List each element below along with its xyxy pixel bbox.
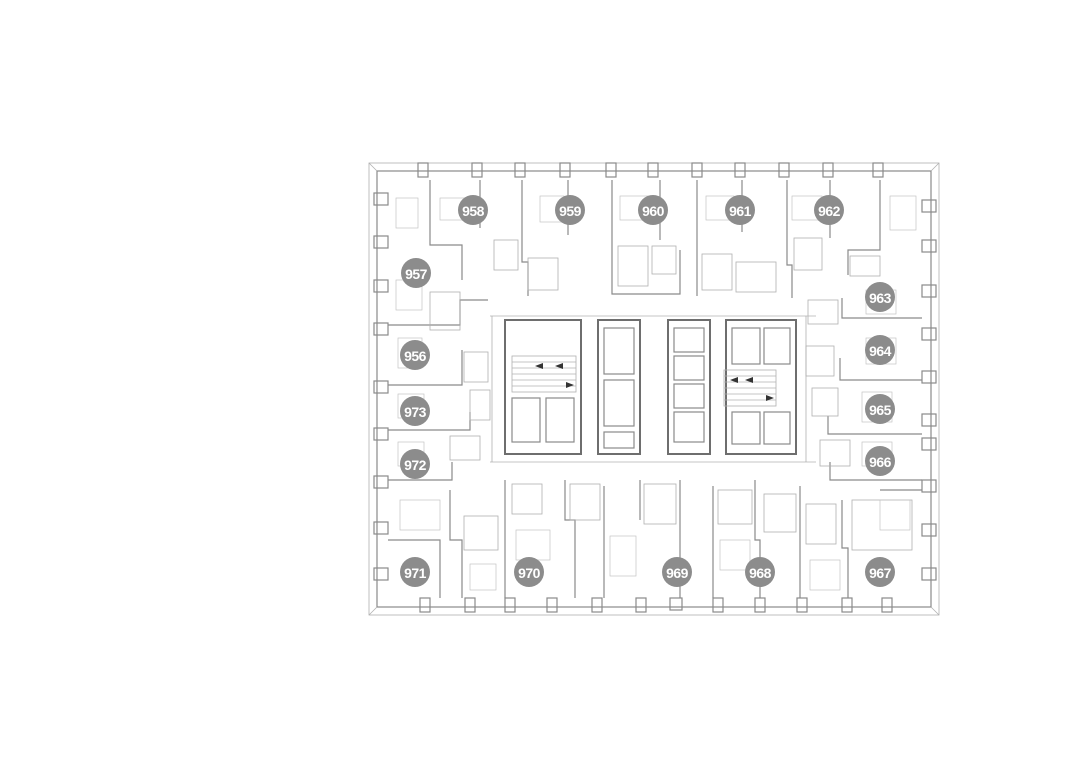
unit-badge-963[interactable]: 963 [865,282,895,312]
unit-number-label: 972 [404,457,427,473]
unit-number-label: 963 [869,290,892,306]
unit-number-label: 956 [404,348,427,364]
facade-columns [373,162,937,613]
unit-badge-circle [514,557,544,587]
unit-badge-965[interactable]: 965 [865,394,895,424]
unit-badge-circle [865,335,895,365]
unit-badge-958[interactable]: 958 [458,195,488,225]
unit-badge-circle [400,396,430,426]
unit-badge-969[interactable]: 969 [662,557,692,587]
unit-badge-960[interactable]: 960 [638,195,668,225]
unit-number-label: 966 [869,454,892,470]
unit-number-label: 968 [749,565,772,581]
unit-badge-967[interactable]: 967 [865,557,895,587]
unit-badge-circle [745,557,775,587]
unit-badge-circle [400,449,430,479]
unit-badge-circle [865,446,895,476]
unit-number-label: 960 [642,203,665,219]
unit-badge-circle [814,195,844,225]
unit-number-label: 959 [559,203,582,219]
unit-badge-circle [638,195,668,225]
unit-badges: 958 959 960 961 962 957 963 956 964 973 965 972 966 9… [400,195,895,587]
unit-number-label: 958 [462,203,485,219]
unit-badge-circle [401,258,431,288]
unit-badge-970[interactable]: 970 [514,557,544,587]
unit-badge-962[interactable]: 962 [814,195,844,225]
unit-number-label: 969 [666,565,689,581]
unit-badge-circle [725,195,755,225]
unit-badge-966[interactable]: 966 [865,446,895,476]
unit-badge-959[interactable]: 959 [555,195,585,225]
unit-badge-968[interactable]: 968 [745,557,775,587]
unit-badge-circle [662,557,692,587]
unit-number-label: 957 [405,266,428,282]
unit-number-label: 967 [869,565,892,581]
unit-number-label: 962 [818,203,841,219]
unit-badge-circle [865,282,895,312]
central-core [490,315,816,463]
unit-badge-circle [400,557,430,587]
unit-badge-964[interactable]: 964 [865,335,895,365]
unit-number-label: 973 [404,404,427,420]
unit-badge-956[interactable]: 956 [400,340,430,370]
unit-number-label: 965 [869,402,892,418]
unit-badge-972[interactable]: 972 [400,449,430,479]
unit-badge-971[interactable]: 971 [400,557,430,587]
unit-badge-circle [458,195,488,225]
unit-number-label: 970 [518,565,541,581]
apartment-walls [388,180,922,598]
unit-number-label: 971 [404,565,427,581]
unit-badge-circle [865,557,895,587]
unit-badge-957[interactable]: 957 [401,258,431,288]
unit-badge-961[interactable]: 961 [725,195,755,225]
unit-badge-973[interactable]: 973 [400,396,430,426]
unit-badge-circle [865,394,895,424]
building-outline [368,162,940,616]
unit-badge-circle [400,340,430,370]
unit-badge-circle [555,195,585,225]
unit-number-label: 961 [729,203,752,219]
unit-number-label: 964 [869,343,892,359]
